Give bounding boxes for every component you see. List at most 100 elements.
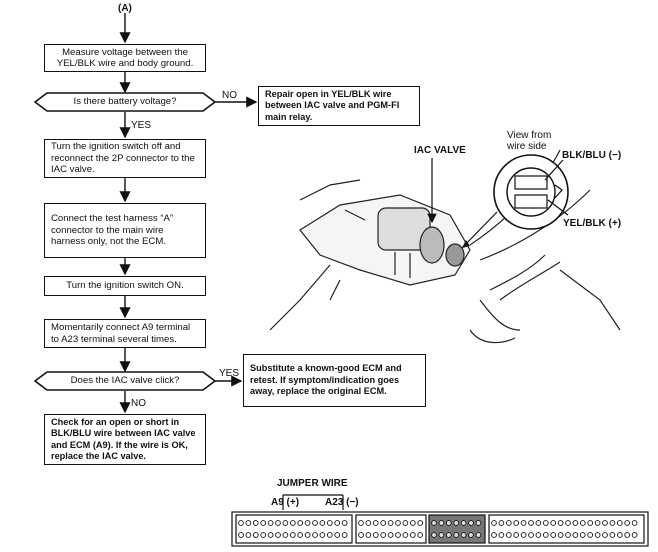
connector-pin: [297, 520, 304, 526]
connector-pin: [260, 532, 267, 538]
connector-pin: [387, 520, 394, 526]
connector-pin: [491, 532, 497, 538]
connector-pin: [602, 532, 608, 538]
connector-pin: [238, 532, 244, 538]
connector-pin: [372, 520, 379, 526]
connector-pin: [616, 520, 623, 526]
connector-pin: [453, 520, 460, 526]
connector-pin: [535, 532, 542, 538]
connector-pin: [267, 532, 274, 538]
connector-pin: [417, 520, 424, 526]
connector-pin: [358, 532, 364, 538]
connector-pin: [624, 532, 631, 538]
connector-pin: [572, 532, 579, 538]
connector-pin: [631, 532, 638, 538]
connector-pin: [468, 520, 474, 526]
connector-pin: [609, 520, 616, 526]
label-yel-blk: YEL/BLK (+): [563, 218, 622, 229]
connector-pin: [319, 520, 326, 526]
connector-pin: [624, 520, 631, 526]
jumper-wire-bracket: [282, 494, 344, 510]
connector-pin: [475, 520, 482, 526]
connector-pin: [267, 520, 274, 526]
connector-pin: [445, 520, 452, 526]
connector-pin: [304, 520, 311, 526]
connector-view-circle: [493, 154, 569, 230]
label-a9: A9 (+): [271, 497, 300, 508]
connector-pin: [387, 532, 394, 538]
label-yes-2: YES: [219, 368, 240, 379]
connector-pin: [365, 532, 372, 538]
connector-pin: [282, 532, 289, 538]
connector-pin: [402, 532, 409, 538]
step-connect-harness: Connect the test harness “A” connector t…: [44, 203, 206, 258]
connector-pin: [579, 520, 586, 526]
label-blk-blu: BLK/BLU (−): [562, 150, 622, 161]
connector-pin: [513, 532, 520, 538]
connector-pin: [594, 532, 601, 538]
connector-pin: [491, 520, 497, 526]
connector-pin: [535, 520, 542, 526]
connector-pin: [587, 520, 594, 526]
connector-pin: [245, 532, 252, 538]
connector-pin: [380, 520, 387, 526]
connector-pin: [365, 520, 372, 526]
step-momentary-connect: Momentarily connect A9 terminal to A23 t…: [44, 319, 206, 348]
connector-pin: [513, 520, 520, 526]
leader-connector: [461, 211, 498, 249]
connector-pin: [431, 520, 437, 526]
connector-pin: [334, 520, 341, 526]
connector-pin: [565, 532, 571, 538]
label-view-from: View from: [507, 130, 552, 141]
connector-pin: [550, 532, 557, 538]
label-no-1: NO: [222, 90, 237, 101]
connector-pin: [341, 520, 348, 526]
connector-pin: [528, 520, 534, 526]
connector-pin: [238, 520, 244, 526]
connector-pin: [602, 520, 608, 526]
connector-pin: [565, 520, 571, 526]
connector-pin: [245, 520, 252, 526]
connector-pin: [505, 532, 512, 538]
step-check-wire: Check for an open or short in BLK/BLU wi…: [44, 414, 206, 465]
leader-blk-blu: [544, 159, 564, 181]
connector-pin: [341, 532, 348, 538]
label-yes-1: YES: [131, 120, 152, 131]
connector-pin: [498, 532, 505, 538]
connector-pin: [468, 532, 474, 538]
connector-pin: [282, 520, 289, 526]
connector-pin: [460, 520, 467, 526]
connector-pin: [319, 532, 326, 538]
connector-pin: [616, 532, 623, 538]
ecm-connector: [231, 511, 649, 547]
connector-pin: [460, 532, 467, 538]
connector-pin: [395, 520, 401, 526]
connector-pin: [587, 532, 594, 538]
label-a23: A23 (−): [325, 497, 359, 508]
connector-pin: [395, 532, 401, 538]
connector-pin: [304, 532, 311, 538]
leader-yel-blk: [547, 199, 569, 216]
connector-pin: [572, 520, 579, 526]
connector-pin: [475, 532, 482, 538]
connector-pin: [445, 532, 452, 538]
connector-pins: [238, 520, 638, 538]
connector-pin: [542, 520, 549, 526]
connector-pin: [520, 532, 527, 538]
connector-pin: [326, 520, 333, 526]
connector-pin: [358, 520, 364, 526]
connector-pin: [289, 532, 296, 538]
connector-pin: [297, 532, 304, 538]
start-label: (A): [118, 3, 132, 14]
connector-pin: [453, 532, 460, 538]
connector-pin: [409, 520, 416, 526]
connector-pin: [334, 532, 341, 538]
decision-iac-click: Does the IAC valve click?: [70, 375, 180, 386]
connector-pin: [275, 532, 281, 538]
step-measure-voltage: Measure voltage between the YEL/BLK wire…: [44, 44, 206, 72]
connector-pin: [372, 532, 379, 538]
connector-pin: [557, 532, 564, 538]
decision-battery-voltage: Is there battery voltage?: [73, 96, 177, 107]
